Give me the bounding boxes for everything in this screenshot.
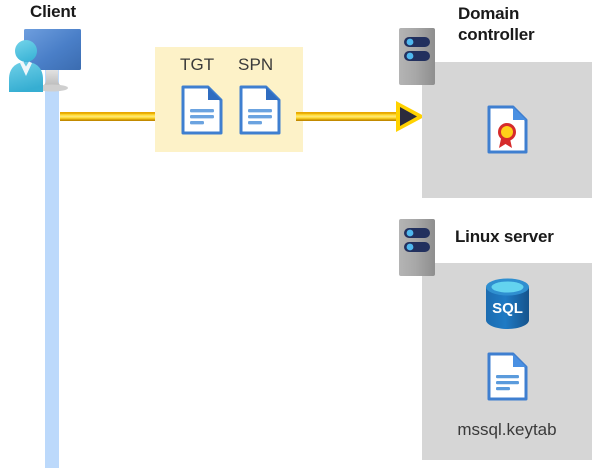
keytab-document-icon bbox=[487, 352, 528, 406]
linux-server-rack-icon bbox=[399, 219, 435, 276]
linux-server-title: Linux server bbox=[455, 227, 554, 246]
domain-controller-title: Domain controller bbox=[458, 4, 535, 44]
sql-database-icon: SQL bbox=[483, 277, 532, 330]
certificate-document-icon bbox=[487, 105, 528, 159]
client-lifeline-bar bbox=[45, 68, 59, 468]
tgt-label: TGT bbox=[180, 55, 215, 74]
spn-label: SPN bbox=[238, 55, 274, 74]
arrow-line-segment-right bbox=[296, 112, 400, 121]
client-title: Client bbox=[30, 2, 77, 21]
domain-controller-server-rack-icon bbox=[399, 28, 435, 85]
client-workstation-icon bbox=[6, 26, 92, 92]
sql-icon-text: SQL bbox=[492, 300, 523, 317]
spn-document-icon bbox=[239, 85, 281, 140]
keytab-file-label: mssql.keytab bbox=[457, 420, 557, 439]
arrow-line-segment-left bbox=[60, 112, 160, 121]
right-arrow-icon bbox=[396, 100, 426, 133]
tgt-document-icon bbox=[181, 85, 223, 140]
